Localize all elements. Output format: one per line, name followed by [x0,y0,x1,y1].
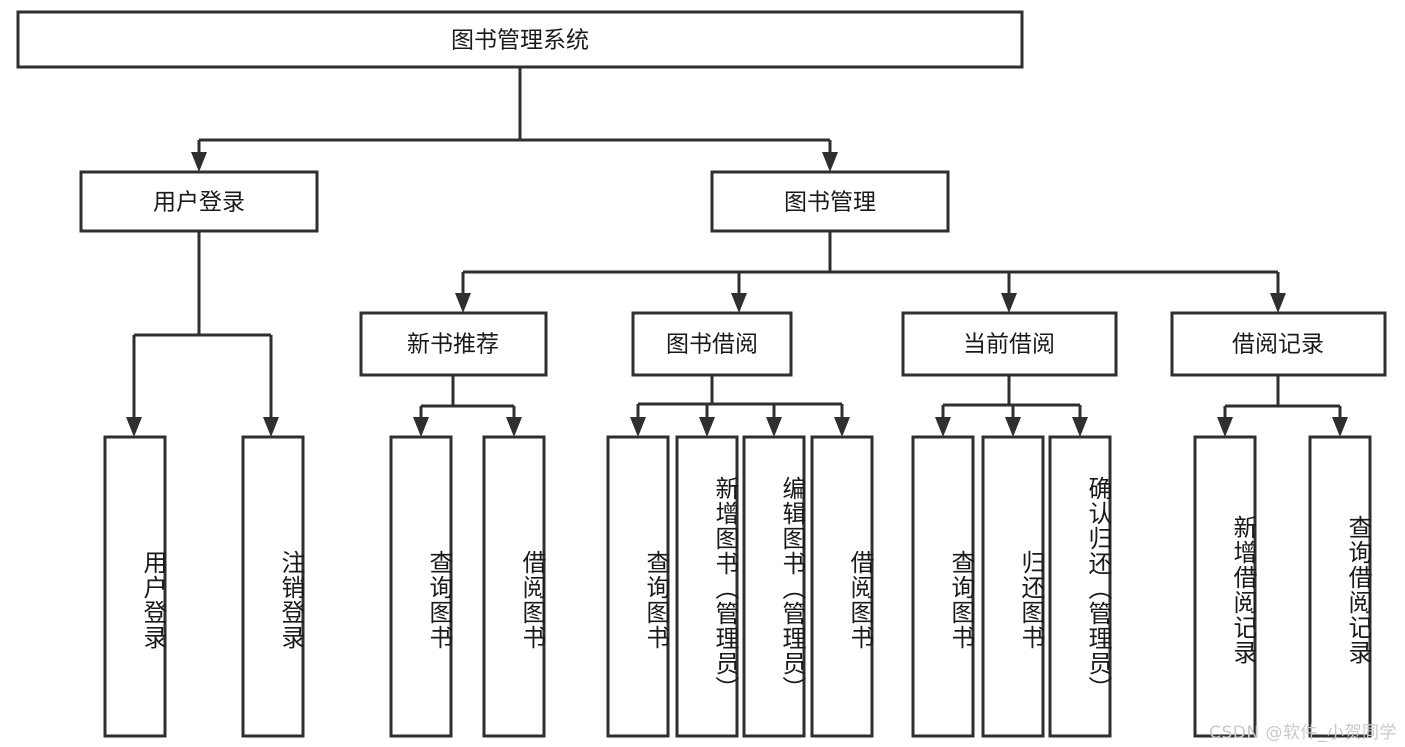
leaf-box-user-login[interactable] [103,435,167,738]
node-root-label: 图书管理系统 [451,28,589,54]
node-new-book-recommend[interactable]: 新书推荐 [359,311,548,377]
leaf-box-query-book-current[interactable] [911,435,975,738]
arrow-current-leaf3 [1072,417,1088,437]
leaf-box-query-borrow-record[interactable] [1308,435,1372,738]
node-book-management-box[interactable] [710,170,950,233]
leaf-box-add-book-admin[interactable] [675,435,739,738]
node-borrow-record-box[interactable] [1170,311,1387,377]
leaf-box-confirm-return-admin[interactable] [1048,435,1112,738]
csdn-watermark: CSDN @软件_小贺同学 [1209,723,1397,743]
node-book-management-label: 图书管理 [784,190,876,216]
arrow-borrow-leaf3 [766,417,782,437]
arrow-borrow-leaf1 [630,417,646,437]
arrow-borrow-leaf2 [699,417,715,437]
node-root[interactable]: 图书管理系统 [16,10,1024,69]
arrow-bookmgmt-borrow [731,293,747,313]
leaf-box-logout[interactable] [241,435,305,738]
arrow-userlogin-leaf2 [263,417,279,437]
node-book-borrow-label: 图书借阅 [666,332,758,358]
arrow-newbook-leaf2 [506,417,522,437]
arrow-current-leaf2 [1005,417,1021,437]
node-new-book-recommend-box[interactable] [359,311,548,377]
leaf-box-borrow-book[interactable] [810,435,874,738]
arrow-newbook-leaf1 [413,417,429,437]
node-user-login-box[interactable] [79,170,319,233]
arrow-current-leaf1 [935,417,951,437]
leaf-box-query-book-borrow[interactable] [606,435,670,738]
node-book-borrow-box[interactable] [631,311,793,377]
arrow-userlogin-leaf1 [126,417,142,437]
arrow-borrow-leaf4 [834,417,850,437]
node-borrow-record[interactable]: 借阅记录 [1170,311,1387,377]
connector-layer [126,67,1348,437]
leaf-box-edit-book-admin[interactable] [742,435,806,738]
arrow-bookmgmt-record [1270,293,1286,313]
node-layer: 图书管理系统 用户登录 图书管理 新书推荐 图书借阅 当前 [16,10,1387,738]
node-current-borrow[interactable]: 当前借阅 [901,311,1118,377]
node-borrow-record-label: 借阅记录 [1232,332,1324,358]
arrow-bookmgmt-current [1001,293,1017,313]
arrow-record-leaf2 [1332,417,1348,437]
leaf-box-borrow-book-newbook[interactable] [482,435,546,738]
node-user-login-label: 用户登录 [153,190,245,216]
node-book-borrow[interactable]: 图书借阅 [631,311,793,377]
leaf-box-return-book[interactable] [981,435,1045,738]
node-book-management[interactable]: 图书管理 [710,170,950,233]
leaf-box-add-borrow-record[interactable] [1193,435,1257,738]
arrow-root-to-userlogin [191,152,207,172]
leaf-box-query-book-newbook[interactable] [389,435,453,738]
arrow-bookmgmt-newbook [455,293,471,313]
node-user-login[interactable]: 用户登录 [79,170,319,233]
node-root-box[interactable] [16,10,1024,69]
arrow-root-to-bookmgmt [822,152,838,172]
node-new-book-recommend-label: 新书推荐 [407,332,499,358]
arrow-record-leaf1 [1217,417,1233,437]
node-current-borrow-label: 当前借阅 [963,332,1055,358]
node-current-borrow-box[interactable] [901,311,1118,377]
